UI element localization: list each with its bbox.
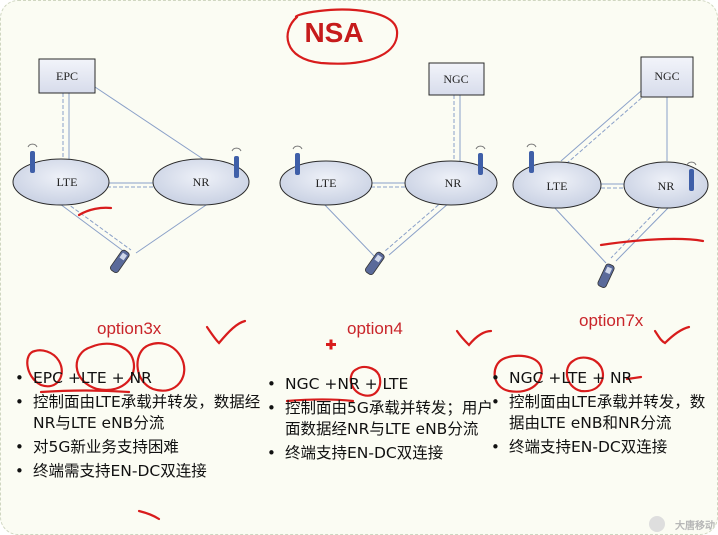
antenna-icon [292, 145, 303, 175]
core-node-label: NGC [443, 72, 468, 86]
enb-node [12, 158, 110, 206]
enb-node-label: LTE [57, 175, 78, 189]
enb-node-label: LTE [316, 176, 337, 190]
antenna-icon [231, 147, 242, 178]
core-node [428, 62, 485, 96]
bullet-item: NGC +NR + LTE [265, 374, 493, 395]
links-option7x [552, 90, 670, 264]
option4-label: option4 [347, 319, 403, 338]
check-mark-annotation [653, 325, 691, 345]
core-node [38, 58, 96, 94]
diagram-option7x: NGC LTE NR [512, 56, 709, 288]
gnb-node-label: NR [658, 179, 675, 193]
check-mark-annotation [205, 319, 247, 345]
underline-annotation [599, 237, 705, 247]
enb-node-label: LTE [547, 179, 568, 193]
bullet-item: 控制面由5G承载并转发；用户面数据经NR与LTE eNB分流 [265, 398, 493, 440]
diagram-option3x: EPC LTE NR [12, 58, 250, 274]
phone-icon [597, 263, 615, 288]
core-node [640, 56, 694, 98]
bullet-item: 终端需支持EN-DC双连接 [13, 461, 263, 482]
slide-title: NSA [304, 17, 364, 48]
plus-marker-icon [326, 339, 336, 350]
option4-column: NGC +NR + LTE 控制面由5G承载并转发；用户面数据经NR与LTE e… [265, 374, 493, 467]
gnb-node [152, 158, 250, 206]
bullet-item: NGC +LTE + NR [489, 368, 711, 389]
option7x-label: option7x [579, 311, 644, 330]
underline-annotation [77, 206, 113, 217]
bullet-item: 控制面由LTE承载并转发，数据由LTE eNB和NR分流 [489, 392, 711, 434]
tick-annotation [137, 509, 161, 521]
links-option3x [55, 82, 210, 254]
gnb-node-label: NR [445, 176, 462, 190]
watermark-logo-icon [649, 516, 665, 532]
bullet-item: 控制面由LTE承载并转发，数据经NR与LTE eNB分流 [13, 392, 263, 434]
antenna-icon [27, 143, 38, 173]
option3x-column: EPC +LTE + NR 控制面由LTE承载并转发，数据经NR与LTE eNB… [13, 368, 263, 485]
option7x-column: NGC +LTE + NR 控制面由LTE承载并转发，数据由LTE eNB和NR… [489, 368, 711, 461]
antenna-icon [526, 143, 537, 173]
core-node-label: EPC [56, 69, 78, 83]
phone-icon [365, 251, 385, 276]
core-node-label: NGC [654, 69, 679, 83]
gnb-node-label: NR [193, 175, 210, 189]
phone-icon [110, 249, 130, 274]
option7x-bullets: NGC +LTE + NR 控制面由LTE承载并转发，数据由LTE eNB和NR… [489, 368, 711, 458]
check-mark-annotation [455, 329, 493, 347]
title-circle-annotation [286, 8, 399, 65]
antenna-icon [475, 145, 486, 175]
bullet-item: EPC +LTE + NR [13, 368, 263, 389]
bullet-item: 终端支持EN-DC双连接 [265, 443, 493, 464]
bullet-item: 终端支持EN-DC双连接 [489, 437, 711, 458]
antenna-icon [686, 161, 697, 191]
diagram-option4: NGC LTE NR [279, 62, 498, 276]
gnb-node [623, 161, 709, 209]
gnb-node [404, 160, 498, 206]
watermark-text: 大唐移动 [675, 521, 715, 532]
option3x-label: option3x [97, 319, 162, 338]
enb-node [512, 161, 602, 209]
enb-node [279, 160, 373, 206]
option3x-bullets: EPC +LTE + NR 控制面由LTE承载并转发，数据经NR与LTE eNB… [13, 368, 263, 482]
links-option4 [322, 95, 461, 259]
option4-bullets: NGC +NR + LTE 控制面由5G承载并转发；用户面数据经NR与LTE e… [265, 374, 493, 464]
bullet-item: 对5G新业务支持困难 [13, 437, 263, 458]
